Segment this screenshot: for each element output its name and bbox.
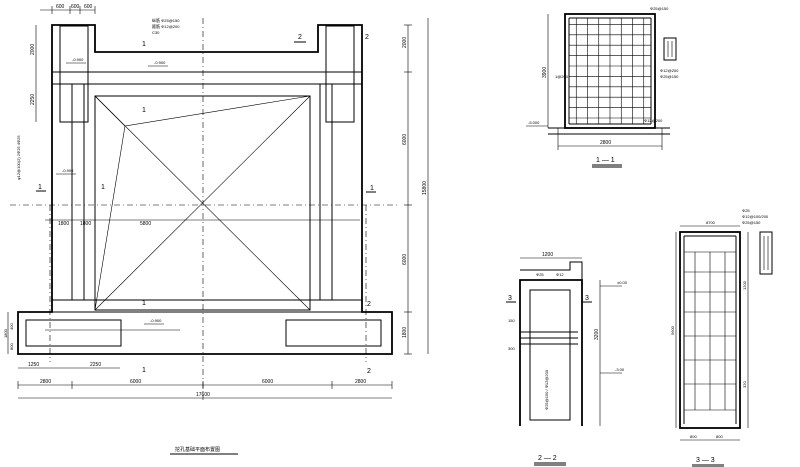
sec3-left-dim: 5600: [670, 325, 675, 335]
cut-mark-2-bottom: 2: [367, 368, 371, 375]
sec1-rebar-4: 1@200: [555, 74, 569, 79]
plan-top-dim-3: 600: [84, 4, 93, 10]
plan-left-dim-4: 800: [9, 343, 14, 350]
plan-top-dim-1: 600: [56, 4, 65, 10]
cut-mark-1-right: 1: [370, 185, 374, 192]
plan-bottom-dim-2: 6000: [130, 379, 141, 385]
plan-note-1: 纵筋 Φ25@150: [152, 17, 180, 23]
sec2-width-dim: 1200: [542, 252, 553, 258]
sec3-outline: [679, 231, 741, 429]
sec2-title: 2 — 2: [538, 455, 557, 462]
sec2-rebar-3: Φ25@150 / Φ12@200: [544, 369, 549, 410]
pier-bottom-left: [25, 319, 122, 347]
sec2-cut-right: 3: [585, 295, 589, 302]
plan-mid-dim-3: 5800: [140, 221, 151, 227]
sec3-rebar-detail: [759, 231, 773, 275]
axis-mark-top: 1: [142, 41, 146, 48]
axis-mark-lower: 1: [142, 300, 146, 307]
plan-side-note: φ12@100(2) 2Φ25 4Φ25: [16, 135, 21, 180]
plan-outline: [17, 24, 393, 355]
sec3-note-2: Φ12@100/200: [742, 214, 769, 219]
cut-mark-2-right: 2: [367, 301, 371, 308]
section-3-3: 8700 5600 1200 320 800 800 Φ25 Φ12@100/2…: [670, 208, 773, 467]
plan-bottom-dim-3: 6000: [262, 379, 273, 385]
sec1-elev: -5.000: [528, 120, 540, 125]
plan-right-dim-4: 1800: [402, 327, 408, 338]
sec2-rebar-1: Φ25: [536, 272, 544, 277]
section-1-1: 2800 3900 -5.000 Φ25@150 Φ12@200 Φ25@150…: [526, 6, 679, 168]
sec3-bottom-dim-2: 800: [716, 434, 723, 439]
sec3-note-1: Φ25: [742, 208, 750, 213]
section-2-2: 1200 3200 ±0.00 -3.00 3 3 Φ25 Φ12 Φ25@15…: [506, 252, 628, 466]
sec2-cut-left: 3: [508, 295, 512, 302]
sec2-elev-top: ±0.00: [617, 280, 628, 285]
axis-mark-left: 1: [101, 184, 105, 191]
sec1-rebar-1: Φ25@150: [650, 6, 669, 11]
sec3-title: 3 — 3: [696, 457, 715, 464]
axis-mark-mid: 1: [142, 107, 146, 114]
plan-elev-3: -0.900: [62, 168, 74, 173]
sec1-width-dim: 2800: [600, 140, 611, 146]
sec3-note-3: Φ25@150: [742, 220, 761, 225]
plan-caption: 挖孔基础平面布置图: [175, 446, 220, 453]
sec2-height-dim: 3200: [594, 329, 600, 340]
sec1-rebar-detail: [663, 37, 677, 61]
plan-right-dim-2: 6000: [402, 134, 408, 145]
plan-right-dim-3: 6000: [402, 254, 408, 265]
plan-left-dim-1: 2000: [30, 44, 36, 55]
plan-left-dim-3: 1800: [3, 328, 8, 338]
pier-top-right: [325, 25, 355, 123]
plan-right-dim-1: 2000: [402, 37, 408, 48]
plan-lower-dim-2: 2250: [90, 362, 101, 368]
plan-total-width: 17600: [196, 392, 210, 398]
plan-top-dim-2: 600: [71, 4, 80, 10]
plan-elev-4: -0.900: [150, 318, 162, 323]
sec3-top-dim: 8700: [706, 220, 716, 225]
plan-note-3: C30: [152, 30, 160, 35]
plan-elev-1: -0.900: [72, 57, 84, 62]
axis-mark-bottom: 1: [142, 367, 146, 374]
sec2-outline: [519, 279, 583, 426]
pier-bottom-right: [285, 319, 382, 347]
sec2-elev-bottom: -3.00: [615, 367, 625, 372]
cut-mark-2-top: 2: [298, 34, 302, 41]
cut-mark-2-top-right: 2: [365, 34, 369, 41]
sec2-rebar-2: Φ12: [556, 272, 564, 277]
plan-left-dim-5: 400: [9, 323, 14, 330]
plan-lower-dim-1: 1250: [28, 362, 39, 368]
foundation-plan: 600 600 600 2800 6000 6000 2800 17600 12…: [3, 4, 429, 455]
plan-total-height: 15800: [422, 181, 428, 195]
plan-mid-dim-1: 1800: [58, 221, 69, 227]
sec2-small-dim-2: 300: [508, 346, 515, 351]
sec3-side-dim-1: 1200: [742, 280, 747, 290]
sec1-rebar-2: Φ12@200: [660, 68, 679, 73]
plan-elev-2: -0.900: [154, 60, 166, 65]
sec2-small-dim-1: 150: [508, 318, 515, 323]
sec1-rebar-5: Φ12@200: [644, 118, 663, 123]
sec1-title: 1 — 1: [596, 157, 615, 164]
pit-outline: [94, 95, 311, 311]
pier-top-left: [59, 25, 89, 123]
sec2-inner: [529, 289, 571, 421]
sec1-rebar-3: Φ25@150: [660, 74, 679, 79]
plan-bottom-dim-4: 2800: [355, 379, 366, 385]
sec1-height-dim: 3900: [542, 67, 548, 78]
plan-note-2: 箍筋 Φ12@200: [152, 23, 180, 29]
plan-mid-dim-2: 1800: [80, 221, 91, 227]
sec1-rebar-grid: [568, 17, 652, 125]
cut-mark-1-left: 1: [38, 184, 42, 191]
plan-left-dim-2: 2250: [30, 94, 36, 105]
plan-bottom-dim-1: 2800: [40, 379, 51, 385]
sec3-bottom-dim-1: 800: [690, 434, 697, 439]
sec3-rebar-grid: [683, 235, 737, 424]
sec3-side-dim-2: 320: [742, 381, 747, 388]
